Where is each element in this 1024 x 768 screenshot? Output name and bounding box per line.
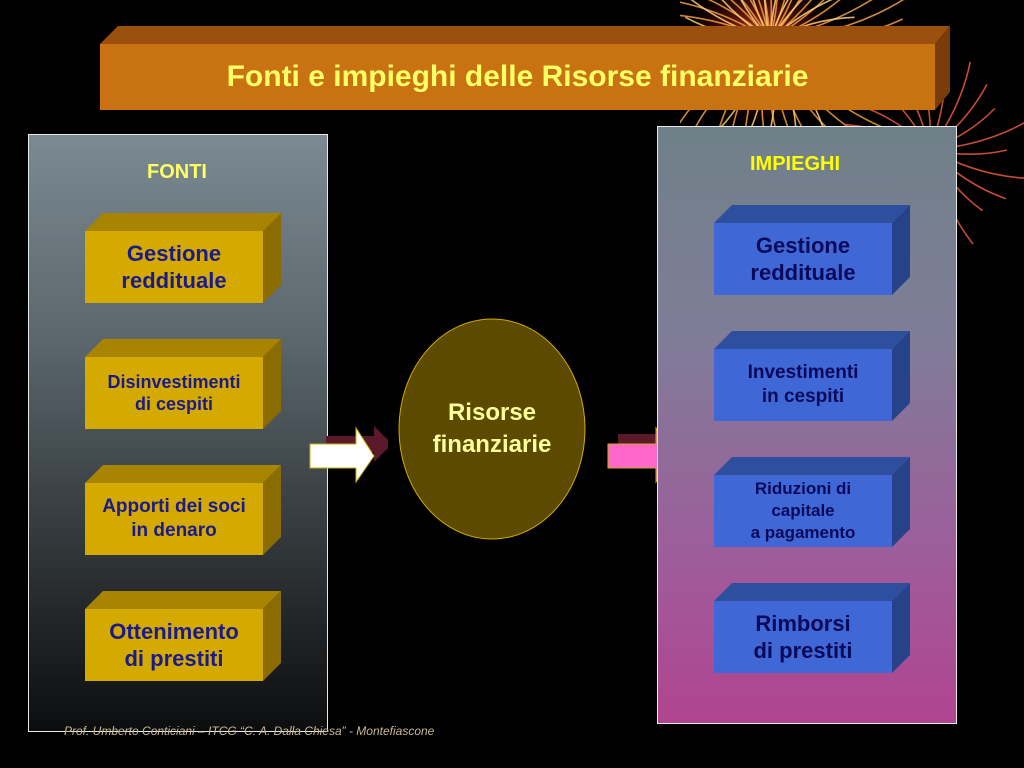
footer-credit: Prof. Umberto Conticiani – ITCG “C. A. D… — [64, 724, 435, 738]
page-title: Fonti e impieghi delle Risorse finanziar… — [226, 60, 809, 93]
impieghi-heading: IMPIEGHI — [750, 153, 841, 175]
arrow-right-icon — [309, 426, 388, 484]
title-banner: Fonti e impieghi delle Risorse finanziar… — [100, 26, 950, 110]
fonti-heading: FONTI — [147, 161, 207, 183]
risorse-ellipse — [398, 318, 586, 540]
